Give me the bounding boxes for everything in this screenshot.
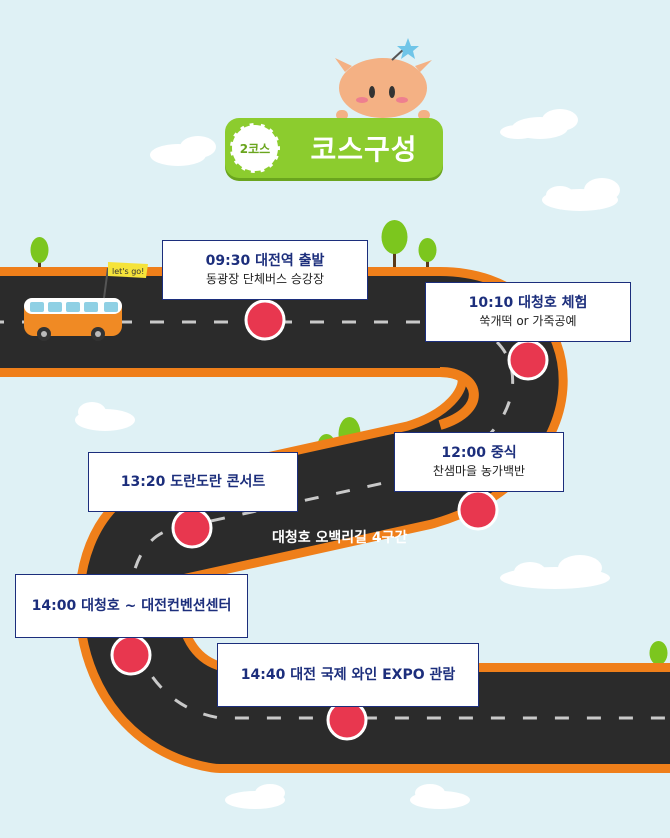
cloud bbox=[75, 402, 135, 431]
stop-card: 13:20 도란도란 콘서트 bbox=[88, 452, 298, 512]
stop-title: 14:40 대전 국제 와인 EXPO 관람 bbox=[240, 666, 456, 683]
stop-card: 09:30 대전역 출발 동광장 단체버스 승강장 bbox=[162, 240, 368, 300]
stop-card: 12:00 중식 찬샘마을 농가백반 bbox=[394, 432, 564, 492]
road-inner-rim bbox=[438, 367, 479, 430]
cloud bbox=[542, 178, 620, 211]
cloud bbox=[500, 555, 610, 589]
course-badge: 2코스 코스구성 bbox=[225, 118, 443, 178]
stop-title: 09:30 대전역 출발 bbox=[205, 252, 325, 269]
course-number: 2코스 bbox=[230, 123, 280, 173]
bus-icon: let's go! bbox=[24, 262, 148, 341]
pin-icon bbox=[244, 299, 286, 341]
stop-title: 12:00 중식 bbox=[441, 444, 517, 461]
cloud-group bbox=[75, 109, 620, 809]
stop-card: 14:00 대청호 ~ 대전컨벤션센터 bbox=[15, 574, 248, 638]
mascot-icon bbox=[335, 38, 432, 120]
cloud bbox=[150, 136, 216, 166]
tree bbox=[381, 220, 408, 277]
road-dashes bbox=[0, 320, 670, 720]
course-title: 코스구성 bbox=[310, 133, 418, 166]
stop-subtitle: 찬샘마을 농가백반 bbox=[432, 464, 526, 479]
pin-icon bbox=[171, 507, 213, 549]
pins bbox=[110, 299, 549, 741]
pin-icon bbox=[457, 489, 499, 531]
stop-subtitle: 쑥개떡 or 가죽공예 bbox=[479, 314, 577, 329]
pin-icon bbox=[110, 634, 152, 676]
cloud bbox=[500, 109, 578, 139]
tree bbox=[30, 237, 49, 277]
stop-card: 10:10 대청호 체험 쑥개떡 or 가죽공예 bbox=[425, 282, 631, 342]
stop-title: 10:10 대청호 체험 bbox=[468, 294, 588, 311]
cloud bbox=[225, 784, 285, 809]
stop-card: 14:40 대전 국제 와인 EXPO 관람 bbox=[217, 643, 479, 707]
stop-title: 14:00 대청호 ~ 대전컨벤션센터 bbox=[31, 597, 232, 614]
pin-icon bbox=[507, 339, 549, 381]
road-label: 대청호 오백리길 4구간 bbox=[272, 530, 408, 546]
stop-title: 13:20 도란도란 콘서트 bbox=[120, 473, 266, 490]
cloud bbox=[410, 784, 470, 809]
stop-subtitle: 동광장 단체버스 승강장 bbox=[205, 272, 325, 287]
flag-text: let's go! bbox=[112, 267, 144, 276]
